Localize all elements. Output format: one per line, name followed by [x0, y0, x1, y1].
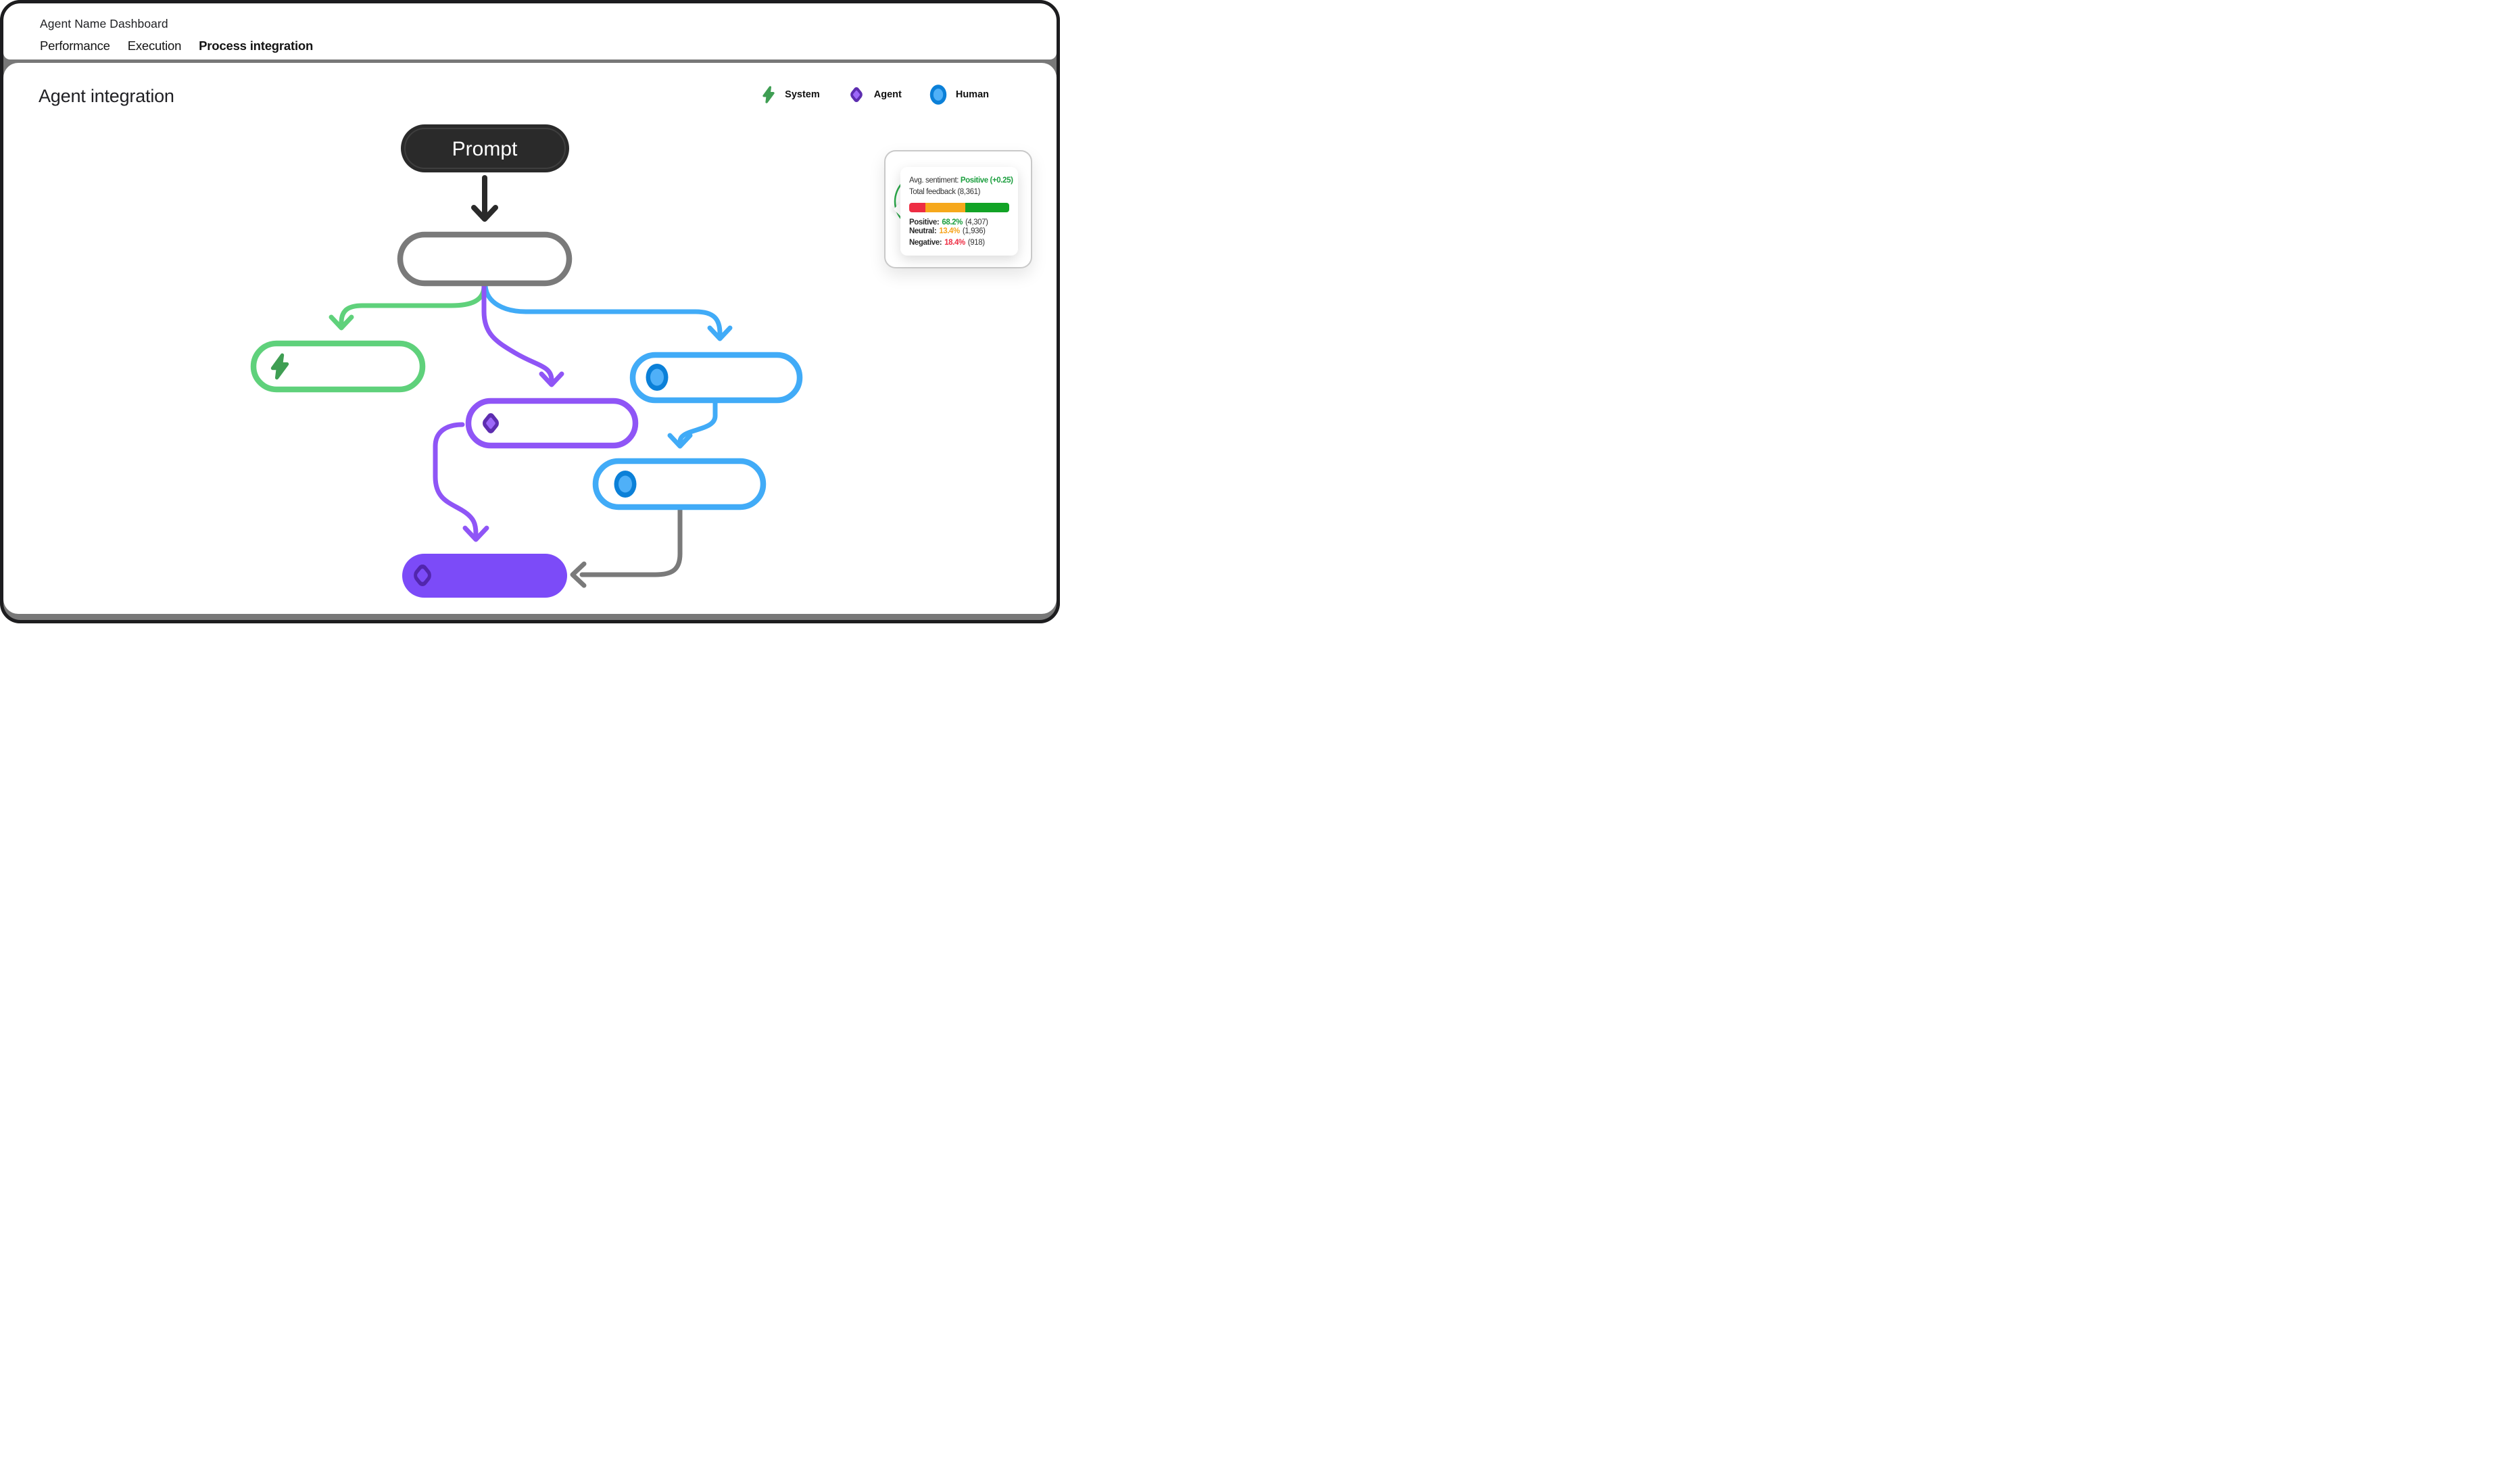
legend-label: Agent [873, 89, 902, 100]
prompt-label: Prompt [452, 138, 518, 160]
row-label: Positive: [909, 218, 940, 226]
avg-sentiment-label: Avg. sentiment: [909, 176, 959, 185]
sentiment-bar-segment-neutral [925, 203, 965, 212]
sentiment-popover-container: Avg. sentiment: Positive (+0.25) Total f… [884, 150, 1032, 268]
tab-performance[interactable]: Performance [40, 39, 110, 53]
row-pct: 68.2% [942, 218, 963, 226]
row-label: Negative: [909, 239, 942, 247]
row-pct: 13.4% [939, 227, 960, 235]
avg-sentiment-value: Positive (+0.25) [960, 176, 1013, 185]
edge-router-to-system [329, 278, 487, 331]
app-header: Agent Name Dashboard Performance Executi… [3, 3, 1057, 59]
legend-item-system[interactable]: System [759, 82, 820, 107]
edge-agent-to-output [433, 422, 489, 542]
app-title: Agent Name Dashboard [40, 17, 168, 30]
system-bolt-icon [762, 86, 775, 103]
sentiment-bar-segment-negative [909, 203, 925, 212]
human-circle-icon [614, 471, 637, 498]
tab-process-integration[interactable]: Process integration [199, 39, 314, 53]
human-circle-icon [646, 364, 669, 391]
main-panel: Agent integration System Agent Human [3, 63, 1057, 614]
legend-label: System [785, 89, 820, 100]
row-count: (1,936) [962, 227, 986, 235]
legend-item-human[interactable]: Human [927, 82, 989, 107]
legend-label: Human [955, 89, 989, 100]
node-agent-output[interactable] [402, 554, 567, 598]
tab-bar: Performance Execution Process integratio… [40, 39, 313, 53]
legend: System Agent Human [759, 82, 989, 107]
sentiment-bar [909, 203, 1009, 212]
sentiment-tooltip: Avg. sentiment: Positive (+0.25) Total f… [900, 167, 1018, 256]
edge-router-to-agent [481, 278, 564, 387]
row-count: (4,307) [965, 218, 988, 226]
node-agent-step[interactable] [465, 398, 639, 449]
node-router[interactable] [397, 231, 573, 287]
row-pct: 18.4% [944, 239, 965, 247]
agent-diamond-outline-icon [414, 565, 431, 586]
human-circle-icon [929, 85, 947, 105]
tooltip-row-neutral: Neutral:13.4%(1,936) [909, 227, 1009, 236]
edge-prompt-to-router [471, 175, 498, 222]
legend-item-agent[interactable]: Agent [846, 82, 902, 107]
flow-diagram: Prompt [250, 124, 803, 598]
tab-execution[interactable]: Execution [127, 39, 182, 53]
system-bolt-icon [270, 353, 289, 380]
tooltip-row-positive: Positive:68.2%(4,307) [909, 218, 1009, 227]
app-window: Agent Name Dashboard Performance Executi… [0, 0, 1060, 623]
edge-router-to-human-1 [483, 278, 733, 341]
agent-diamond-icon [483, 413, 499, 433]
row-label: Neutral: [909, 227, 937, 235]
avg-sentiment-line: Avg. sentiment: Positive (+0.25) [909, 175, 1013, 187]
page-title: Agent integration [39, 86, 174, 106]
tooltip-row-negative: Negative:18.4%(918) [909, 239, 1009, 247]
sentiment-bar-segment-positive [965, 203, 1009, 212]
agent-diamond-icon [850, 87, 863, 103]
node-prompt[interactable]: Prompt [401, 124, 569, 172]
node-human-step-1[interactable] [629, 352, 803, 404]
row-count: (918) [967, 239, 985, 247]
node-human-step-2[interactable] [592, 458, 767, 510]
total-feedback-line: Total feedback (8,361) [909, 188, 980, 196]
edge-human-1-to-human-2 [667, 398, 718, 449]
node-system-step[interactable] [250, 340, 426, 393]
edge-human-2-to-output [570, 504, 683, 588]
